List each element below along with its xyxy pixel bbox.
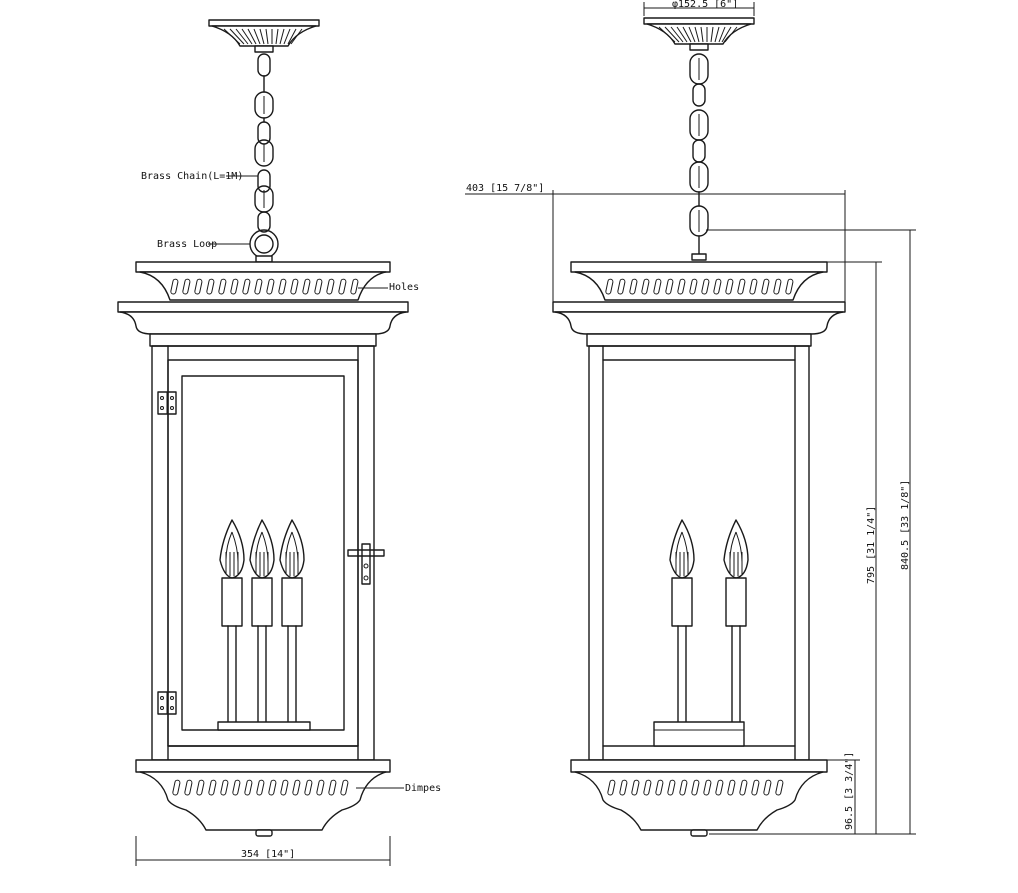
- side-candle-base: [653, 721, 745, 747]
- front-canopy: [208, 19, 320, 53]
- front-view: Brass Chain(L=1M) Brass Loop Holes Dimpe…: [117, 19, 441, 866]
- front-chain: [254, 53, 274, 233]
- svg-text:Dimpes: Dimpes: [405, 783, 441, 794]
- side-body: [588, 345, 810, 761]
- front-cornice: [117, 301, 409, 347]
- svg-text:403 [15 7/8"]: 403 [15 7/8"]: [466, 183, 544, 194]
- candle-side-right: [723, 519, 749, 723]
- svg-text:354 [14"]: 354 [14"]: [241, 849, 295, 860]
- candle-left: [219, 519, 245, 723]
- side-canopy: [643, 17, 755, 51]
- side-top-cap: [570, 261, 828, 301]
- candle-right: [279, 519, 305, 723]
- candle-side-left: [669, 519, 695, 723]
- side-candle-pair: [653, 519, 749, 747]
- label-brass-loop: Brass Loop: [157, 239, 250, 250]
- dim-overall-height: 840.5 [33 1/8"]: [706, 229, 916, 835]
- candle-center: [249, 519, 275, 723]
- svg-text:Holes: Holes: [389, 282, 419, 293]
- side-bottom-bowl: [570, 759, 828, 837]
- side-chain: [689, 53, 709, 261]
- side-cornice: [552, 301, 846, 347]
- candle-base-plate: [217, 721, 311, 731]
- svg-text:Brass Chain(L=1M): Brass Chain(L=1M): [141, 171, 243, 182]
- svg-text:840.5 [33 1/8"]: 840.5 [33 1/8"]: [900, 480, 911, 570]
- dim-canopy-diameter: φ152.5 [6"]: [643, 0, 755, 16]
- label-dimples: Dimpes: [356, 783, 441, 794]
- front-bottom-bowl: [135, 759, 391, 837]
- svg-text:φ152.5 [6"]: φ152.5 [6"]: [672, 0, 738, 10]
- front-hinge-top: [157, 391, 177, 415]
- dim-bottom-height: 96.5 [3 3/4"]: [827, 752, 860, 834]
- front-hinge-bottom: [157, 691, 177, 715]
- dim-width-front: 354 [14"]: [135, 836, 391, 866]
- front-body: [151, 345, 375, 761]
- front-top-cap: [135, 261, 391, 301]
- front-candle-cluster: [217, 519, 311, 731]
- side-view: φ152.5 [6"]: [465, 0, 916, 837]
- dim-depth-side: 403 [15 7/8"]: [465, 183, 846, 302]
- front-door-latch: [347, 543, 385, 585]
- front-brass-loop: [249, 229, 279, 263]
- dim-body-height: 795 [31 1/4"]: [709, 261, 882, 835]
- label-holes: Holes: [358, 282, 419, 293]
- svg-text:795 [31 1/4"]: 795 [31 1/4"]: [866, 506, 877, 584]
- svg-text:Brass Loop: Brass Loop: [157, 239, 217, 250]
- label-brass-chain: Brass Chain(L=1M): [141, 171, 258, 182]
- svg-text:96.5 [3 3/4"]: 96.5 [3 3/4"]: [844, 752, 855, 830]
